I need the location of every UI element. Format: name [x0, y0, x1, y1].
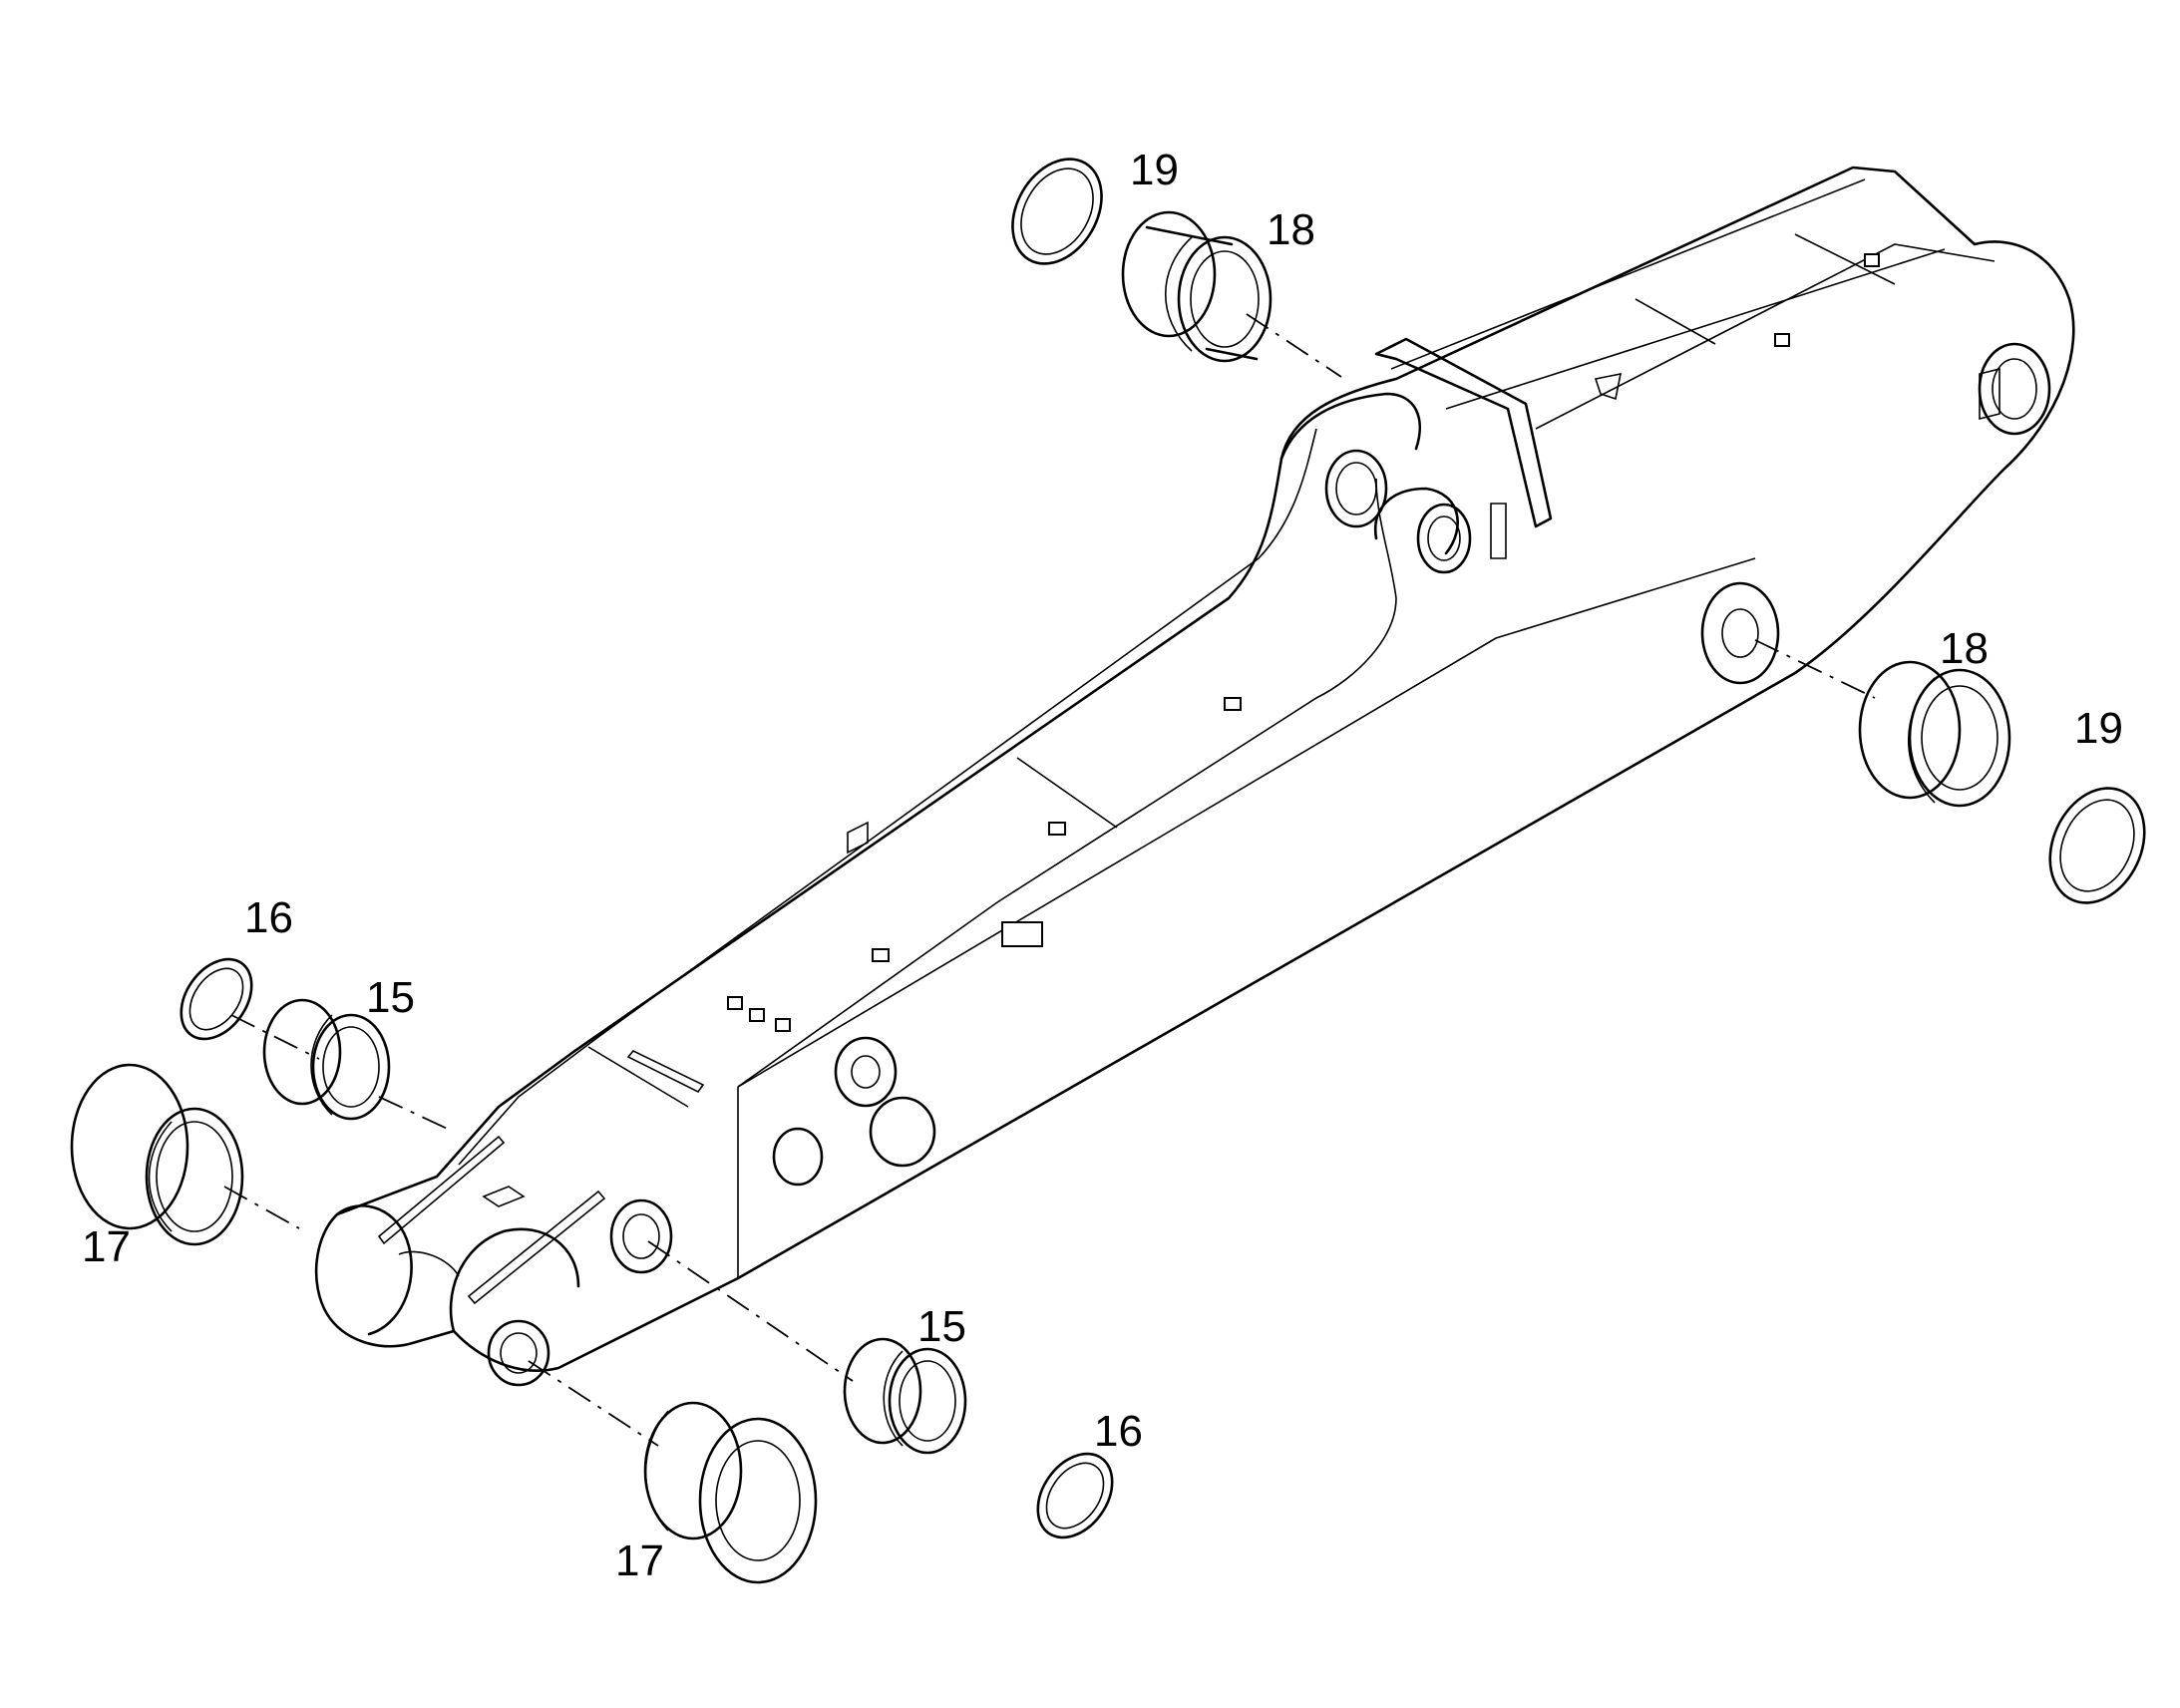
- callout-18-right: 18: [1940, 624, 1989, 673]
- seal-ring-16-left: [180, 957, 253, 1041]
- bushing-15-bottom: [843, 1337, 967, 1455]
- callout-17-left: 17: [82, 1222, 131, 1271]
- seal-ring-16-bottom: [1036, 1452, 1114, 1539]
- flanged-bushing-17-bottom: [643, 1401, 818, 1584]
- bushing-15-left: [262, 998, 391, 1121]
- boom-bores: [487, 342, 2051, 1387]
- top-plate-features: [482, 253, 2000, 1207]
- callout-15-bottom: 15: [917, 1302, 966, 1351]
- callout-19-top: 19: [1130, 146, 1179, 194]
- bushing-18-right: [1858, 660, 2011, 808]
- callout-16-bottom: 16: [1094, 1407, 1143, 1456]
- flanged-bushing-17-left: [70, 1063, 244, 1246]
- side-bosses: [772, 1036, 936, 1187]
- callout-19-right: 19: [2074, 704, 2123, 753]
- callout-17-bottom: 17: [615, 1537, 664, 1585]
- callout-18-top: 18: [1267, 205, 1315, 254]
- callout-15-left: 15: [366, 973, 415, 1022]
- assembly-centerlines: [223, 313, 1876, 1447]
- seal-ring-19-right: [2048, 787, 2146, 904]
- bushing-18-top: [1121, 210, 1272, 363]
- callout-labels: 19 18 18 19 16 15 17 15 16 17: [82, 146, 2123, 1585]
- boom-arm: [314, 166, 2075, 1372]
- seal-ring-19-top: [1011, 158, 1103, 265]
- callout-16-left: 16: [244, 893, 293, 942]
